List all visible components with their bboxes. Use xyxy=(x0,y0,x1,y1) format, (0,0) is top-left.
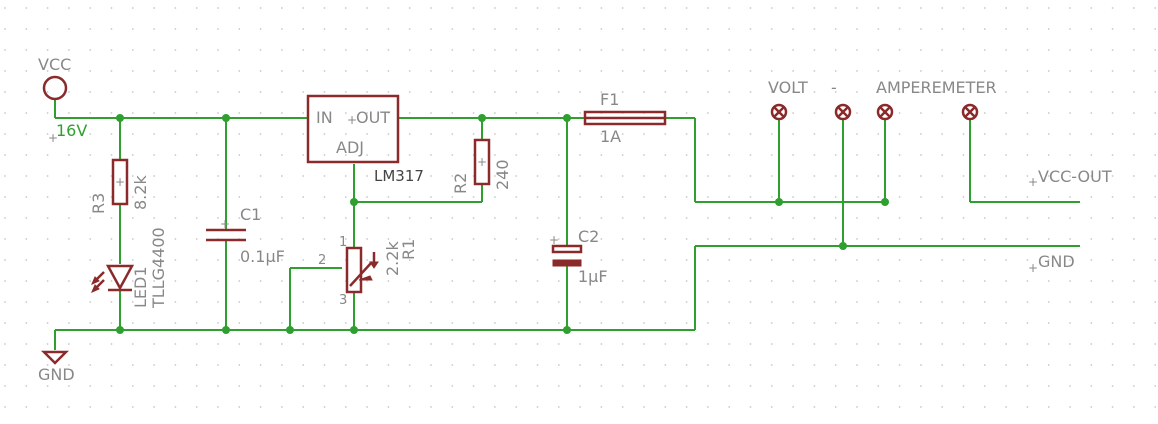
led1-value: TLLG4400 xyxy=(149,227,168,309)
meter-terminals: VOLT - AMPEREMETER xyxy=(768,78,997,121)
wires xyxy=(54,100,1080,350)
c2-capacitor: + C2 1µF xyxy=(549,227,608,286)
r1-trimmer: 1 2 3 2.2k R1 xyxy=(318,235,418,308)
ampere-in-terminal-icon xyxy=(876,103,894,121)
r2-value: 240 xyxy=(493,159,512,190)
amperemeter-label: AMPEREMETER xyxy=(876,78,997,97)
c1-value: 0.1µF xyxy=(240,247,285,266)
r3-value: 8.2k xyxy=(131,175,150,210)
svg-text:+: + xyxy=(347,113,357,127)
f1-name: F1 xyxy=(600,90,619,109)
minus-terminal-icon xyxy=(834,103,852,121)
svg-text:+: + xyxy=(477,155,487,169)
junction-dots xyxy=(116,114,889,334)
led1-diode: LED1 TLLG4400 xyxy=(91,227,168,309)
lm317-name: LM317 xyxy=(374,167,424,185)
vcc-out-label: VCC-OUT xyxy=(1038,167,1112,186)
f1-fuse: F1 1A xyxy=(583,90,667,146)
lm317-out-pin: OUT xyxy=(356,108,390,127)
minus-label: - xyxy=(831,78,837,97)
grid-dots xyxy=(4,7,1157,408)
svg-text:+: + xyxy=(1028,175,1038,189)
r3-name: R3 xyxy=(89,193,108,214)
lm317-regulator: IN + OUT ADJ LM317 xyxy=(306,94,424,185)
gnd-right-label: GND xyxy=(1038,252,1075,271)
svg-text:+: + xyxy=(115,175,125,189)
volt-label: VOLT xyxy=(768,78,808,97)
svg-text:+: + xyxy=(220,217,230,231)
r1-value: 2.2k xyxy=(383,241,402,276)
c2-name: C2 xyxy=(578,227,599,246)
gnd-left-label: GND xyxy=(38,365,75,384)
r1-pin3: 3 xyxy=(339,293,347,308)
r1-pin1: 1 xyxy=(339,235,347,250)
c1-name: C1 xyxy=(240,205,261,224)
led1-name: LED1 xyxy=(131,266,150,308)
svg-text:+: + xyxy=(1028,261,1038,275)
input-voltage-label: 16V xyxy=(56,121,87,140)
vcc-label: VCC xyxy=(38,55,71,74)
c2-value: 1µF xyxy=(578,267,608,286)
ampere-out-terminal-icon xyxy=(961,103,979,121)
lm317-in-pin: IN xyxy=(316,108,333,127)
lm317-adj-pin: ADJ xyxy=(336,138,364,157)
r3-resistor: + R3 8.2k xyxy=(89,158,150,214)
r2-resistor: + R2 240 xyxy=(451,138,512,194)
svg-text:+: + xyxy=(549,233,559,247)
gnd-supply-symbol: GND xyxy=(38,350,75,384)
volt-terminal-icon xyxy=(770,103,788,121)
r2-name: R2 xyxy=(451,173,470,194)
r1-pin2: 2 xyxy=(318,253,326,268)
c1-capacitor: + C1 0.1µF xyxy=(206,205,285,266)
f1-value: 1A xyxy=(600,127,621,146)
vcc-supply-symbol: VCC xyxy=(38,55,71,101)
r1-name: R1 xyxy=(399,239,418,260)
plus-mark-16v: + xyxy=(48,131,58,145)
